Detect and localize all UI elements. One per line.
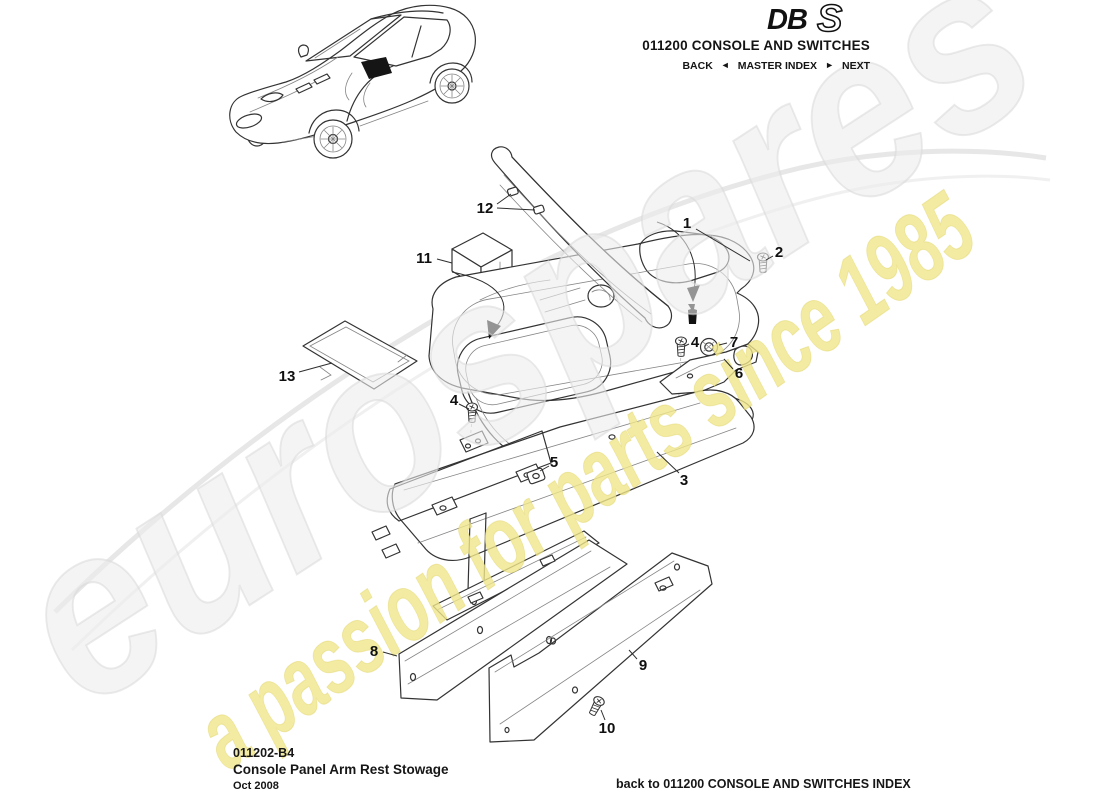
drawing-date: Oct 2008 [233,780,279,792]
callout-11: 11 [416,250,432,267]
callout-9: 9 [639,657,647,674]
callout-6: 6 [735,365,743,382]
callout-3: 3 [680,472,688,489]
back-arrow-icon: ◄ [720,60,730,70]
part-13-mat [302,320,418,390]
nav-master-index-link[interactable]: MASTER INDEX [737,60,818,72]
part-9-trim-panel [488,552,713,743]
drawing-number: 011202-B4 [233,746,295,760]
callout-4-right: 4 [691,334,700,351]
page-header: DB S 011200 CONSOLE AND SWITCHES BACK ◄ … [642,3,870,72]
dbs-logo: DB S [767,3,843,35]
callout-2: 2 [775,244,783,261]
back-to-index-link[interactable]: back to 011200 CONSOLE AND SWITCHES INDE… [616,777,911,791]
logo-s-text: S [817,3,842,35]
part-1-console-panel [428,230,760,474]
part-7-grommet [699,337,719,357]
console-location-highlight [361,57,392,79]
part-8-trim-panel [398,530,628,701]
callout-13: 13 [279,368,296,385]
armrest-lid [490,146,673,329]
logo-db-text: DB [767,4,807,35]
nav-next-link[interactable]: NEXT [841,60,870,72]
callout-5: 5 [550,454,558,471]
car-illustration [229,4,476,159]
header-nav: BACK ◄ MASTER INDEX ► NEXT [682,60,870,72]
callout-10: 10 [599,720,616,737]
page-title: 011200 CONSOLE AND SWITCHES [642,38,870,53]
part-5-clip [526,467,546,485]
callout-12: 12 [477,200,494,217]
leader-lines [298,193,774,721]
callout-8: 8 [370,643,378,660]
bolt-silhouette [688,304,697,324]
callout-4-left: 4 [450,392,459,409]
part-12-clips [506,186,545,215]
nav-back-link[interactable]: BACK [682,60,713,72]
drawing-title: Console Panel Arm Rest Stowage [233,762,449,777]
fitting-arrows [451,221,700,339]
drawing-info: 011202-B4 Console Panel Arm Rest Stowage… [233,746,449,794]
callout-labels: 1 2 3 4 4 5 6 7 8 9 10 11 12 13 [279,200,784,737]
next-arrow-icon: ► [825,60,834,70]
callout-7: 7 [730,334,738,351]
watermark-brand: eurospares [0,0,1078,756]
callout-1: 1 [683,215,691,232]
